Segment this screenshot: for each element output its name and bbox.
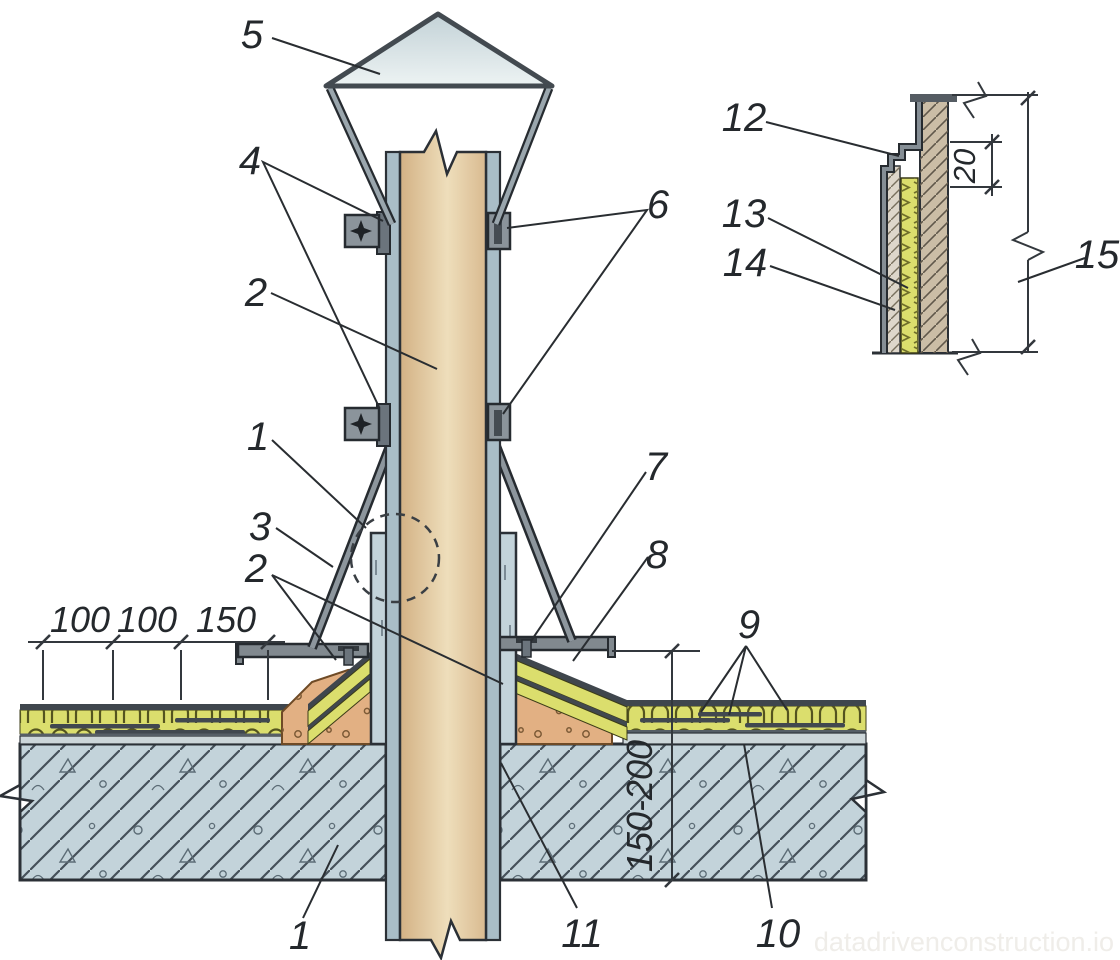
leader-sleeve-gap	[500, 762, 578, 909]
dim-150: 150	[196, 599, 256, 640]
leader-roof-layers	[700, 645, 788, 716]
dim-20: 20	[947, 149, 982, 184]
callout-9: 9	[738, 603, 760, 647]
leader-lines	[260, 37, 1086, 919]
dimension-slab-thickness	[612, 643, 700, 888]
leader-clamp	[260, 159, 384, 408]
watermark: datadrivenconstruction.io	[814, 927, 1114, 957]
leader-fastener	[530, 471, 647, 642]
callout-4: 4	[239, 139, 261, 183]
leader-apron	[275, 527, 334, 568]
leader-screed	[743, 743, 773, 909]
callout-14: 14	[723, 241, 768, 285]
dim-100-b: 100	[117, 599, 177, 640]
callout-2-upper: 2	[244, 271, 267, 315]
callout-5: 5	[241, 13, 264, 57]
leader-junction	[271, 439, 367, 529]
pipe-body	[398, 127, 488, 960]
callout-13: 13	[722, 192, 767, 236]
dimension-detail-extent	[952, 81, 1046, 376]
leader-cap	[271, 37, 381, 75]
leader-counter-flashing	[502, 208, 650, 415]
break-symbol-right	[849, 777, 888, 815]
leader-detail-extent	[1017, 257, 1086, 283]
callout-11: 11	[561, 912, 603, 956]
detail-reference-circle	[349, 512, 441, 604]
protective-apron	[307, 444, 577, 650]
leader-slab	[302, 844, 339, 919]
concrete-slab-right	[498, 742, 888, 882]
roof-layers-right	[622, 700, 867, 745]
pipe-sleeve-left	[384, 150, 402, 942]
callout-10: 10	[756, 912, 801, 956]
callout-15: 15	[1075, 233, 1120, 277]
rain-cap	[323, 11, 555, 226]
leader-detail-insulation	[767, 217, 909, 289]
concrete-slab-left	[0, 742, 388, 882]
detail-wall-cap	[910, 94, 957, 102]
dim-150-200: 150-200	[619, 740, 660, 872]
callout-1-bottom: 1	[289, 914, 311, 958]
flashing-detail-view	[872, 94, 958, 355]
dim-100-a: 100	[50, 599, 110, 640]
callout-8: 8	[646, 533, 669, 577]
roof-layers-left	[19, 704, 309, 745]
roof-ramp-left	[307, 652, 371, 746]
leader-detail-protection	[769, 265, 896, 311]
callout-7: 7	[645, 445, 669, 489]
leader-membrane-upturn	[271, 574, 504, 685]
apron-flange-left	[235, 642, 370, 666]
leader-slope-layers	[572, 556, 649, 662]
dimension-left	[28, 634, 285, 700]
clamp-screw-icon	[350, 220, 372, 242]
pipe-sleeve-right	[484, 150, 502, 942]
callout-12: 12	[722, 96, 767, 140]
leader-detail-flashing	[765, 121, 900, 157]
callout-1-mid: 1	[247, 415, 269, 459]
break-symbol-left	[0, 782, 35, 815]
clamp-upper	[343, 211, 512, 255]
leader-pipe	[270, 292, 438, 370]
clamp-screw-icon	[350, 413, 372, 435]
clamp-lower	[343, 402, 512, 447]
callout-6: 6	[647, 183, 670, 227]
callout-3: 3	[249, 505, 271, 549]
callout-2-lower: 2	[244, 547, 267, 591]
pipe	[384, 127, 502, 960]
dimension-detail-20	[950, 134, 1002, 196]
